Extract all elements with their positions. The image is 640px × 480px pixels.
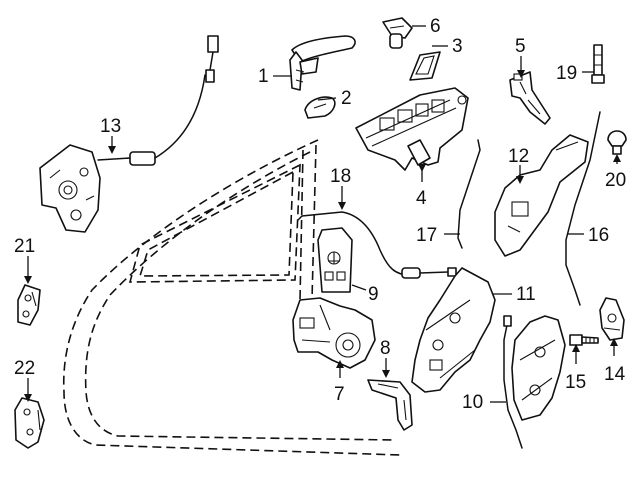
part-19-pin	[591, 44, 605, 84]
callout-5: 5	[515, 36, 526, 57]
callout-21: 21	[14, 236, 35, 257]
callout-4: 4	[416, 188, 427, 209]
part-20-clip	[607, 130, 627, 155]
callout-6: 6	[430, 16, 441, 37]
callout-11: 11	[516, 284, 536, 305]
part-11-latch	[411, 267, 496, 393]
part-5-bracket	[509, 71, 551, 125]
part-3-gasket	[409, 51, 441, 81]
callout-15: 15	[565, 372, 586, 393]
part-22-hinge	[14, 397, 45, 449]
part-7-lock-actuator	[292, 297, 376, 369]
part-12-cover	[494, 134, 589, 257]
callout-13: 13	[100, 116, 121, 137]
callout-8: 8	[380, 338, 391, 359]
part-10-latch-assembly	[503, 315, 566, 449]
part-8-striker	[367, 379, 413, 431]
part-4-handle-carrier	[355, 87, 469, 171]
part-13-latch-module	[39, 35, 219, 233]
callout-20: 20	[605, 170, 626, 191]
part-17-rod	[457, 139, 481, 249]
callout-14: 14	[604, 364, 626, 385]
callout-3: 3	[452, 36, 463, 57]
part-21-hinge	[17, 284, 41, 326]
door-outline	[62, 139, 401, 456]
callout-1: 1	[258, 66, 269, 87]
callout-18: 18	[330, 166, 351, 187]
callout-16: 16	[588, 225, 609, 246]
arrowheads	[24, 70, 621, 402]
part-14-bracket	[599, 297, 625, 341]
part-6-lock-cylinder	[382, 17, 413, 49]
callout-19: 19	[556, 63, 577, 84]
callout-22: 22	[14, 358, 35, 379]
callout-labels: 1 2 3 4 5 6 7 8 9 10 11 12 13 14 15 16 1…	[14, 16, 626, 413]
callout-10: 10	[462, 392, 483, 413]
callout-9: 9	[368, 284, 379, 305]
callout-2: 2	[341, 88, 352, 109]
callout-17: 17	[416, 225, 437, 246]
callout-7: 7	[334, 384, 345, 405]
part-18-cable	[297, 211, 457, 279]
part-1-outer-handle	[289, 35, 356, 91]
part-9-key-fob	[317, 227, 353, 293]
callout-12: 12	[508, 146, 529, 167]
part-15-bolt	[569, 334, 599, 346]
part-16-rod	[565, 111, 601, 306]
